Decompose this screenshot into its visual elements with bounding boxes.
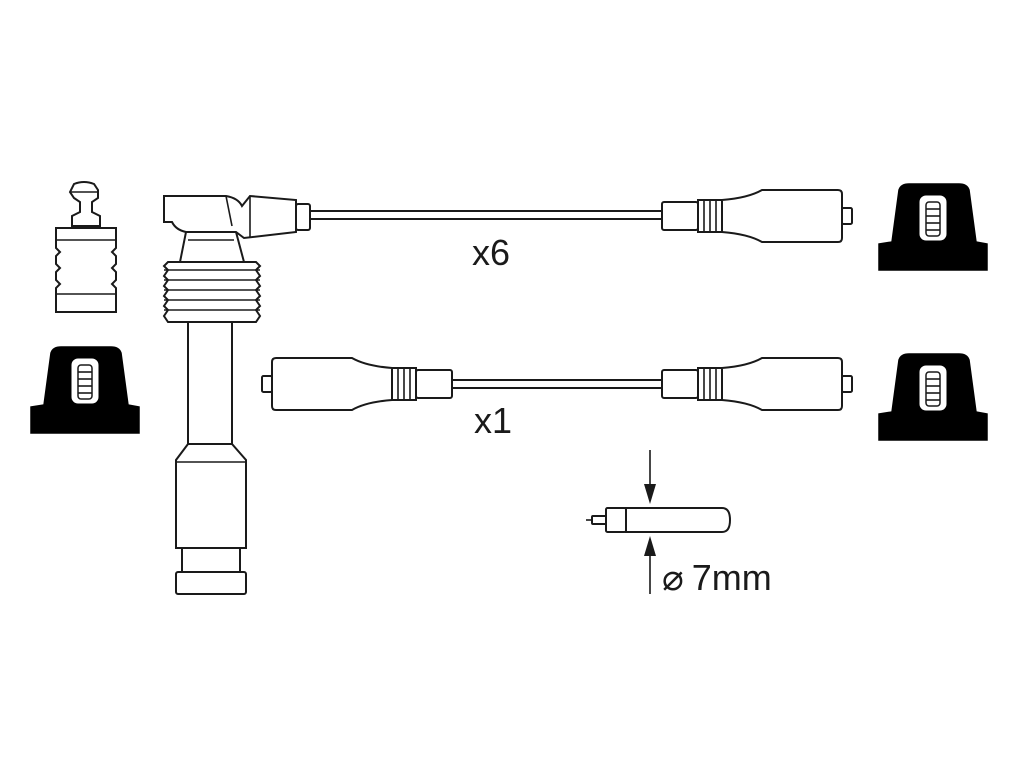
coil-boot-top	[878, 183, 988, 271]
cable-qty-short-label: x1	[474, 400, 512, 441]
cable-end-connector-left	[261, 357, 453, 411]
ignition-cable-short	[261, 357, 853, 411]
cable-end-connector-long	[661, 189, 853, 243]
coil-boot-bottom	[878, 353, 988, 441]
spark-plug-connector	[55, 181, 117, 313]
cable-end-connector-right	[661, 357, 853, 411]
rod-connector	[162, 194, 311, 595]
distributor-cap	[30, 346, 140, 434]
diameter-symbol: ⌀	[662, 557, 684, 598]
diameter-label: ⌀7mm	[662, 557, 772, 598]
ignition-cable-long	[309, 189, 853, 243]
cable-cross-section	[586, 450, 732, 594]
diameter-value: 7mm	[692, 557, 772, 598]
cable-qty-long-label: x6	[472, 232, 510, 273]
